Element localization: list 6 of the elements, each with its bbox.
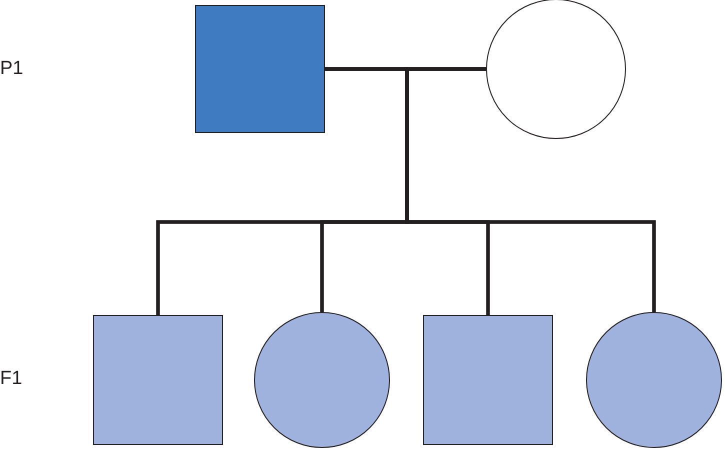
male-square — [423, 315, 553, 445]
male-square — [195, 5, 325, 133]
generation-label: P1 — [0, 58, 24, 80]
male-square — [93, 315, 223, 445]
pedigree-line — [405, 67, 656, 312]
generation-label: F1 — [0, 368, 22, 390]
